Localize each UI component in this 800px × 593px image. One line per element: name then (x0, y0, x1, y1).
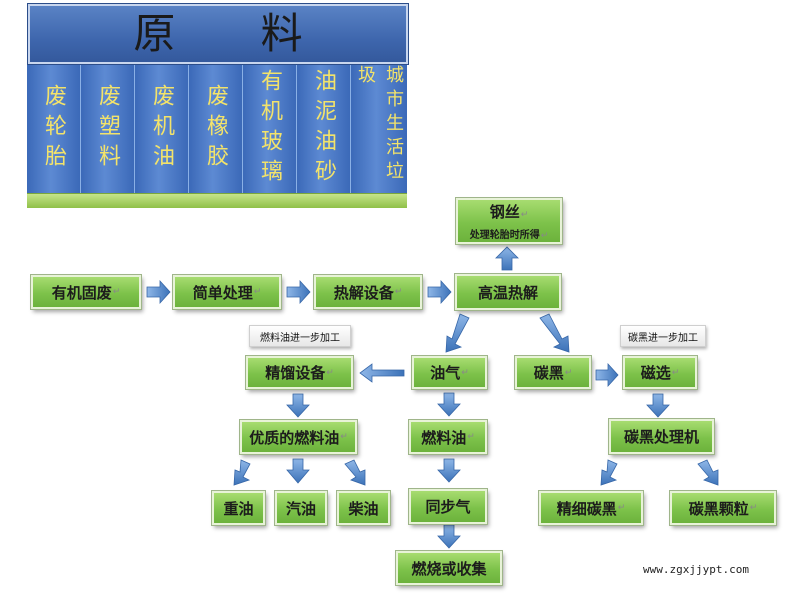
material-municipal-waste: 城市生活垃圾 (351, 65, 407, 193)
box-oil-gas: 油气↵ (411, 355, 488, 390)
edit-mark: ↵ (340, 432, 348, 442)
label: 油气 (430, 364, 461, 382)
material-waste-plastic: 废塑料 (81, 65, 135, 193)
box-gasoline: 汽油 (274, 490, 328, 526)
material-label: 油泥油砂 (311, 69, 336, 189)
arrow-diag-oil-gas (445, 313, 470, 353)
box-diesel: 柴油 (336, 490, 391, 526)
edit-mark: ↵ (671, 367, 680, 378)
label: 优质的燃料油 (249, 428, 340, 447)
label: 有机固废 (51, 283, 112, 302)
edit-mark: ↵ (467, 432, 475, 442)
arrow-down-sync-gas (437, 524, 461, 549)
edit-mark: ↵ (253, 287, 262, 297)
box-magnetic-separation: 磁选↵ (622, 355, 698, 390)
box-pyrolysis-equipment: 热解设备↵ (313, 274, 423, 310)
arrow-up-steel (495, 246, 519, 271)
website-watermark: www.zgxjjypt.com (643, 563, 749, 576)
box-carbon-black: 碳黑↵ (514, 355, 592, 390)
label: 同步气 (425, 498, 471, 516)
edit-mark: ↵ (112, 287, 121, 297)
raw-materials-panel: 原 料 废轮胎 废塑料 废机油 废橡胶 有机玻璃 油泥油砂 城市生活垃圾 (27, 3, 410, 208)
box-heavy-oil: 重油 (211, 490, 266, 526)
label: 精细碳黑 (556, 499, 617, 518)
material-label: 废塑料 (95, 84, 120, 174)
sublabel: 处理轮胎时所得↵ (470, 226, 549, 241)
box-simple-treatment: 简单处理↵ (172, 274, 282, 310)
label: 碳黑处理机 (623, 428, 699, 446)
material-label: 废轮胎 (41, 84, 66, 174)
label: 燃料油 (421, 428, 467, 447)
arrow-diag-carbon (539, 313, 570, 353)
note-fuel-oil-processing: 燃料油进一步加工 (249, 325, 351, 347)
box-organic-waste: 有机固废↵ (30, 274, 142, 310)
box-synchronous-gas: 同步气 (408, 488, 488, 525)
material-waste-tires: 废轮胎 (27, 65, 81, 193)
material-label: 废机油 (149, 84, 174, 174)
arrow-down-distillation (286, 393, 310, 418)
edit-mark: ↵ (564, 367, 573, 378)
material-waste-rubber: 废橡胶 (189, 65, 243, 193)
edit-mark: ↵ (394, 287, 403, 297)
label: 磁选 (640, 364, 671, 382)
arrow-left-distillation (359, 363, 405, 383)
edit-mark: ↵ (617, 503, 626, 513)
edit-mark: ↵ (461, 367, 469, 378)
edit-mark: ↵ (520, 210, 529, 220)
label: 简单处理 (192, 283, 253, 302)
box-fine-carbon-black: 精细碳黑↵ (538, 490, 644, 526)
box-fuel-oil: 燃料油↵ (408, 419, 488, 455)
steel-wire-text: 钢丝 (489, 203, 520, 221)
steel-wire-note-text: 处理轮胎时所得 (469, 230, 540, 241)
arrow-diag-heavy-oil (233, 459, 251, 486)
arrow-diag-fine-carbon (600, 459, 618, 486)
material-label: 城市生活垃圾 (355, 65, 404, 185)
edit-mark: ↵ (749, 503, 758, 513)
material-label: 废橡胶 (203, 84, 228, 174)
note-text: 燃料油进一步加工 (260, 332, 340, 344)
arrow-down-oil-gas (437, 392, 461, 417)
material-label: 有机玻璃 (257, 69, 282, 189)
raw-materials-base-bar (27, 193, 407, 208)
box-quality-fuel-oil: 优质的燃料油↵ (239, 419, 358, 455)
note-carbon-black-processing: 碳黑进一步加工 (620, 325, 706, 347)
label: 汽油 (285, 499, 316, 518)
arrow-down-fuel-oil (437, 458, 461, 483)
label: 碳黑 (533, 364, 564, 382)
note-text: 碳黑进一步加工 (628, 332, 698, 344)
material-organic-glass: 有机玻璃 (243, 65, 297, 193)
box-high-temp-pyrolysis: 高温热解 (454, 273, 562, 311)
raw-materials-columns: 废轮胎 废塑料 废机油 废橡胶 有机玻璃 油泥油砂 城市生活垃圾 (27, 65, 407, 193)
edit-mark: ↵ (540, 231, 549, 241)
material-waste-engine-oil: 废机油 (135, 65, 189, 193)
box-carbon-black-granules: 碳黑颗粒↵ (669, 490, 777, 526)
arrow-down-gasoline (286, 458, 310, 484)
arrow-diag-carbon-granules (697, 459, 719, 486)
box-carbon-black-processor: 碳黑处理机 (608, 418, 715, 455)
label: 热解设备 (333, 283, 394, 302)
raw-materials-title-text: 原 料 (133, 9, 339, 58)
arrow-right-1 (146, 279, 171, 305)
label: 高温热解 (477, 283, 538, 302)
label: 柴油 (348, 499, 379, 518)
label: 碳黑颗粒 (688, 499, 749, 518)
raw-materials-title: 原 料 (27, 3, 409, 65)
label: 燃烧或收集 (411, 559, 487, 578)
arrow-down-magnetic (646, 393, 670, 418)
edit-mark: ↵ (326, 367, 334, 378)
label: 重油 (223, 499, 254, 518)
box-combustion-or-collection: 燃烧或收集 (395, 550, 503, 586)
arrow-right-carbon (595, 362, 619, 388)
arrow-diag-diesel (344, 459, 366, 486)
arrow-right-2 (286, 279, 311, 305)
box-distillation-equipment: 精馏设备↵ (245, 355, 354, 390)
material-oil-sludge-sand: 油泥油砂 (297, 65, 351, 193)
label: 钢丝↵ (490, 201, 529, 222)
arrow-right-3 (427, 279, 452, 305)
label: 精馏设备 (265, 364, 326, 382)
box-steel-wire: 钢丝↵ 处理轮胎时所得↵ (455, 197, 563, 245)
